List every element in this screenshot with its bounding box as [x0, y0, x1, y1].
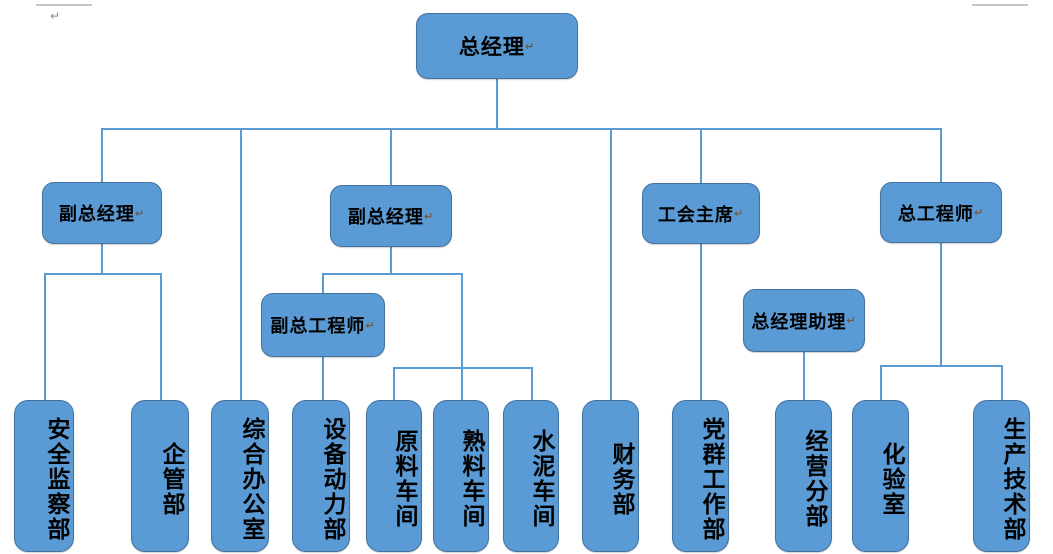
- node-general-office[interactable]: 综合办公室: [211, 400, 269, 552]
- connector-drop-workshop-bus: [461, 273, 463, 401]
- connector-drop-general-office: [240, 128, 242, 400]
- node-deputy-gm-2[interactable]: 副总经理↵: [330, 185, 452, 247]
- pilcrow-icon: ↵: [365, 318, 376, 332]
- margin-mark-top-left: [36, 4, 92, 6]
- node-safety-supervision-label: 安全监察部: [43, 416, 69, 542]
- connector-drop-safety-supervision: [44, 273, 46, 400]
- node-safety-supervision[interactable]: 安全监察部: [14, 400, 74, 552]
- pilcrow-icon: ↵: [973, 206, 985, 219]
- stray-pilcrow: ↵: [50, 9, 61, 23]
- connector-gm-assistant-stem: [803, 352, 805, 400]
- node-general-manager-label: 总经理: [458, 35, 525, 59]
- connector-workshop-bus: [393, 367, 533, 369]
- connector-drop-chief-engineer: [940, 128, 942, 182]
- connector-drop-laboratory: [880, 365, 882, 400]
- node-raw-material-workshop[interactable]: 原料车间: [366, 400, 422, 552]
- node-gm-assistant[interactable]: 总经理助理↵: [743, 289, 865, 352]
- pilcrow-icon: ↵: [733, 207, 745, 220]
- pilcrow-icon: ↵: [423, 209, 435, 223]
- node-enterprise-management-label: 企管部: [158, 441, 184, 517]
- connector-chief-engineer-bus: [880, 365, 1003, 367]
- connector-deputy-gm-2-bus: [322, 273, 462, 275]
- node-deputy-gm-1-label: 副总经理: [58, 204, 135, 225]
- node-enterprise-management[interactable]: 企管部: [131, 400, 189, 552]
- node-union-chair[interactable]: 工会主席↵: [642, 183, 760, 244]
- node-deputy-gm-1[interactable]: 副总经理↵: [42, 182, 162, 244]
- node-production-technology[interactable]: 生产技术部: [973, 400, 1030, 552]
- node-laboratory-label: 化验室: [878, 441, 904, 517]
- node-party-mass-work[interactable]: 党群工作部: [672, 400, 729, 552]
- node-business-branch-label: 经营分部: [801, 429, 827, 529]
- connector-gm-stem: [496, 79, 498, 129]
- node-cement-workshop[interactable]: 水泥车间: [503, 400, 559, 552]
- margin-mark-top-right: [972, 4, 1028, 6]
- node-chief-engineer[interactable]: 总工程师↵: [880, 182, 1002, 243]
- node-laboratory[interactable]: 化验室: [852, 400, 909, 552]
- node-general-manager[interactable]: 总经理↵: [416, 13, 578, 79]
- node-union-chair-label: 工会主席: [657, 204, 734, 226]
- connector-drop-finance: [610, 128, 612, 400]
- node-general-office-label: 综合办公室: [238, 416, 264, 542]
- pilcrow-icon: ↵: [134, 206, 146, 220]
- node-chief-engineer-label: 总工程师: [897, 203, 974, 225]
- node-gm-assistant-label: 总经理助理: [751, 311, 847, 333]
- connector-union-chair-stem: [700, 244, 702, 400]
- connector-drop-union-chair: [700, 128, 702, 183]
- node-clinker-workshop[interactable]: 熟料车间: [433, 400, 489, 552]
- connector-deputy-chief-engineer-stem: [322, 357, 324, 400]
- node-clinker-workshop-label: 熟料车间: [458, 429, 484, 529]
- node-deputy-gm-2-label: 副总经理: [347, 207, 424, 228]
- pilcrow-icon: ↵: [846, 314, 857, 327]
- connector-deputy-gm-1-stem: [101, 243, 103, 274]
- connector-drop-deputy-chief-engineer: [322, 273, 324, 293]
- node-cement-workshop-label: 水泥车间: [528, 429, 554, 529]
- node-party-mass-work-label: 党群工作部: [698, 416, 724, 542]
- node-raw-material-workshop-label: 原料车间: [391, 429, 417, 529]
- node-finance-label: 财务部: [608, 441, 634, 517]
- node-deputy-chief-engineer[interactable]: 副总工程师↵: [261, 293, 385, 357]
- connector-drop-deputy-gm-1: [101, 128, 103, 182]
- node-equipment-power[interactable]: 设备动力部: [292, 400, 350, 552]
- connector-drop-enterprise-management: [160, 273, 162, 400]
- pilcrow-icon: ↵: [524, 39, 536, 53]
- connector-drop-deputy-gm-2: [390, 128, 392, 185]
- connector-chief-engineer-stem: [940, 243, 942, 366]
- node-business-branch[interactable]: 经营分部: [775, 400, 832, 552]
- node-production-technology-label: 生产技术部: [999, 416, 1025, 542]
- node-equipment-power-label: 设备动力部: [319, 416, 345, 542]
- connector-drop-production-technology: [1001, 365, 1003, 400]
- node-deputy-chief-engineer-label: 副总工程师: [270, 316, 366, 337]
- node-finance[interactable]: 财务部: [582, 400, 639, 552]
- connector-deputy-gm-2-stem: [390, 246, 392, 274]
- connector-deputy-gm-1-bus: [44, 273, 162, 275]
- connector-main-bus: [102, 128, 941, 130]
- connector-drop-cement-workshop: [531, 367, 533, 400]
- connector-drop-raw-material-workshop: [393, 367, 395, 400]
